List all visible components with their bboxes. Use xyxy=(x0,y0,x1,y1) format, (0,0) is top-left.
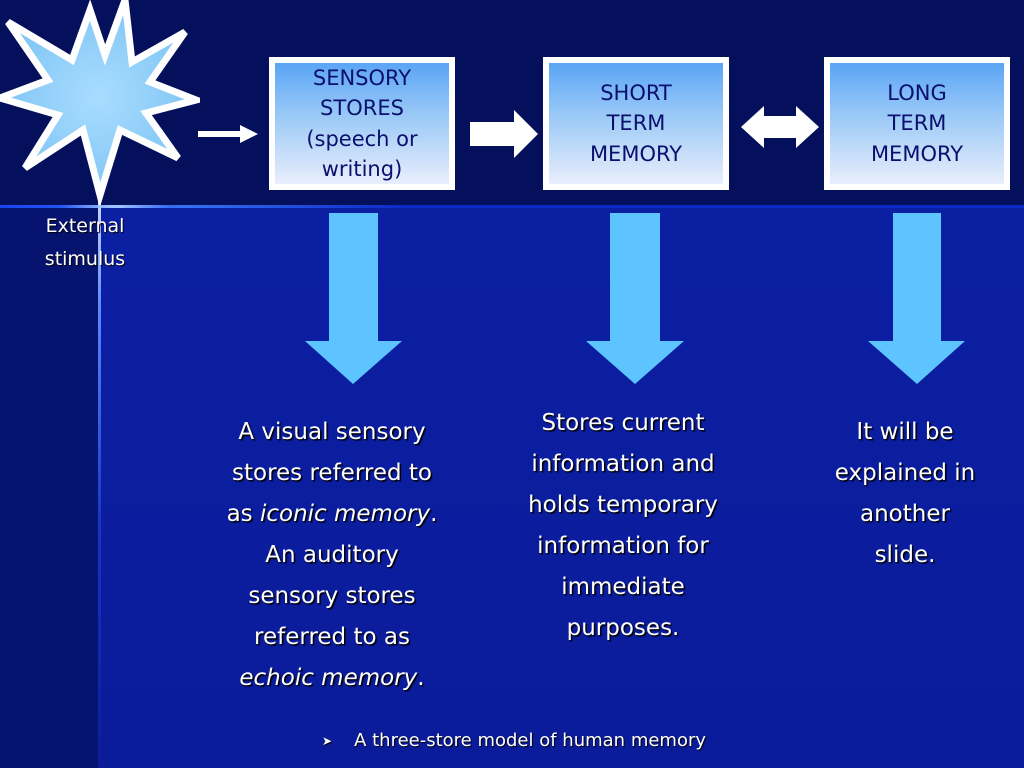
long-term-desc-line: slide. xyxy=(874,542,936,568)
right-block-arrow-icon xyxy=(470,110,538,158)
horizontal-divider-line xyxy=(0,205,1024,208)
echoic-memory-term: echoic memory xyxy=(239,665,418,691)
cross-glow xyxy=(60,205,170,208)
down-arrow-short-term-icon xyxy=(586,213,684,384)
short-term-desc-line: purposes. xyxy=(566,615,680,641)
external-stimulus-line2: stimulus xyxy=(44,248,126,270)
short-term-desc-line: information for xyxy=(537,533,709,559)
slide-body-background xyxy=(0,207,1024,768)
text-fragment: as xyxy=(226,501,260,527)
long-term-desc-line: explained in xyxy=(834,460,976,486)
short-term-desc-line: immediate xyxy=(561,574,685,600)
long-term-desc-line: It will be xyxy=(856,419,954,445)
text-fragment: . xyxy=(417,665,425,691)
long-term-desc-line: another xyxy=(860,501,950,527)
text-fragment: . xyxy=(430,501,438,527)
down-arrow-long-term-icon xyxy=(868,213,965,384)
double-block-arrow-icon xyxy=(741,106,819,148)
short-term-description: Stores current information and holds tem… xyxy=(488,403,758,649)
arrowhead-bullet-icon: ➤ xyxy=(322,733,333,748)
long-term-memory-label: LONG TERM MEMORY xyxy=(870,80,964,166)
long-term-memory-box: LONG TERM MEMORY xyxy=(824,57,1010,190)
caption-text: A three-store model of human memory xyxy=(354,730,707,751)
sensory-desc-line: An auditory xyxy=(265,542,399,568)
sensory-stores-box: SENSORY STORES (speech or writing) xyxy=(269,57,455,190)
iconic-memory-term: iconic memory xyxy=(259,501,431,527)
long-term-description: It will be explained in another slide. xyxy=(800,412,1010,576)
short-term-desc-line: Stores current xyxy=(541,410,705,436)
short-term-memory-label: SHORT TERM MEMORY xyxy=(589,80,683,166)
down-arrow-sensory-icon xyxy=(305,213,402,384)
sensory-desc-line: echoic memory. xyxy=(187,658,477,699)
short-term-memory-box: SHORT TERM MEMORY xyxy=(543,57,729,190)
short-term-desc-line: information and xyxy=(531,451,715,477)
sensory-desc-line: sensory stores xyxy=(248,583,416,609)
sensory-desc-line: referred to as xyxy=(254,624,410,650)
sensory-stores-label: SENSORY STORES (speech or writing) xyxy=(306,65,418,182)
sensory-desc-line: as iconic memory. xyxy=(187,494,477,535)
stimulus-arrow-icon xyxy=(198,125,258,143)
arrows-layer xyxy=(198,106,965,384)
sensory-description: A visual sensory stores referred to as i… xyxy=(187,412,477,699)
sensory-desc-line: stores referred to xyxy=(232,460,432,486)
vertical-divider-line xyxy=(98,150,101,768)
external-stimulus-label: External stimulus xyxy=(20,210,150,276)
left-decor-strip xyxy=(0,207,100,768)
starburst-icon xyxy=(0,0,200,205)
external-stimulus-line1: External xyxy=(45,215,125,237)
sensory-desc-line: A visual sensory xyxy=(238,419,426,445)
short-term-desc-line: holds temporary xyxy=(528,492,718,518)
slide-caption: ➤ A three-store model of human memory xyxy=(322,730,706,751)
